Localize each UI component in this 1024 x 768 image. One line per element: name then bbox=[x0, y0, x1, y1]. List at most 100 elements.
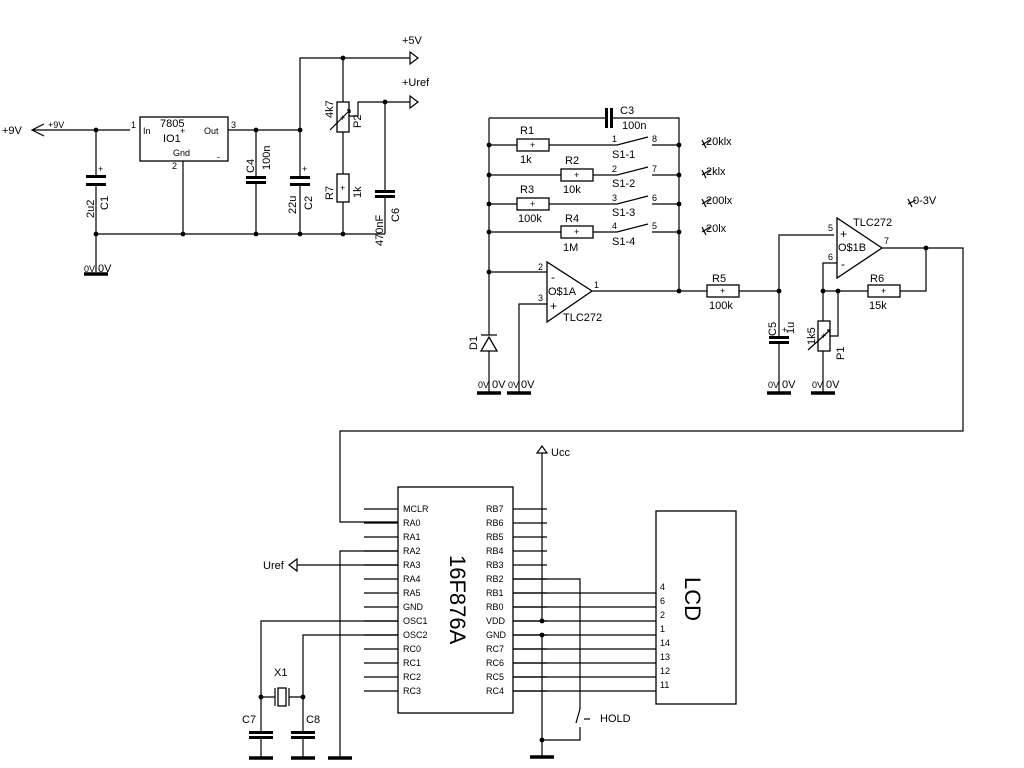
p2-plus: + bbox=[340, 113, 345, 123]
lcd-pin-1: 1 bbox=[660, 624, 665, 634]
c5-capacitor bbox=[769, 336, 789, 339]
mcu-pin-ra3: RA3 bbox=[403, 560, 421, 570]
r2-label: R2 bbox=[565, 155, 579, 167]
gnd-tag-1: 0V bbox=[84, 264, 95, 274]
r6-resistor bbox=[867, 284, 901, 298]
svg-text:3: 3 bbox=[538, 293, 543, 303]
r6-value: 15k bbox=[869, 300, 887, 312]
svg-text:7: 7 bbox=[884, 236, 889, 246]
svg-text:0V: 0V bbox=[521, 379, 535, 391]
r4-label: R4 bbox=[565, 213, 579, 225]
svg-text:+: + bbox=[881, 286, 886, 296]
mcu-pin-rb2: RB2 bbox=[486, 574, 504, 584]
mcu-pin-rb1: RB1 bbox=[486, 588, 504, 598]
vin-input-arrow-icon bbox=[30, 123, 130, 137]
svg-text:-: - bbox=[551, 270, 555, 284]
mcu-pin-rb6: RB6 bbox=[486, 518, 504, 528]
r4-resistor bbox=[560, 225, 594, 239]
c6-capacitor bbox=[375, 190, 395, 193]
r5-label: R5 bbox=[712, 273, 726, 285]
gnd-label-1: 0V bbox=[98, 263, 112, 275]
mcu-pin-osc1: OSC1 bbox=[403, 616, 428, 626]
c7-label: C7 bbox=[242, 714, 256, 726]
switch-s1-4: S1-4 bbox=[612, 236, 635, 248]
regulator-out-label: Out bbox=[204, 126, 219, 136]
c1-label: C1 bbox=[99, 196, 111, 210]
p2-value: 4k7 bbox=[324, 100, 336, 118]
r1-label: R1 bbox=[520, 125, 534, 137]
mcu-pin-ra2: RA2 bbox=[403, 546, 421, 556]
range-2klx: 2klx bbox=[706, 166, 726, 178]
regulator-pin2: 2 bbox=[172, 161, 177, 171]
opamp-b-unit: O$1B bbox=[838, 242, 866, 254]
svg-text:+: + bbox=[720, 286, 725, 296]
lcd-label: LCD bbox=[680, 577, 705, 621]
v5-label: +5V bbox=[402, 35, 423, 47]
range-resistors: + R1 1k + R2 10k + R3 100k + R4 1M bbox=[489, 125, 612, 254]
r1-value: 1k bbox=[520, 154, 532, 166]
d1-photodiode bbox=[479, 334, 499, 352]
output-range-label: 0-3V bbox=[913, 195, 937, 207]
svg-text:+: + bbox=[550, 299, 557, 313]
mcu-pin-gnd: GND bbox=[486, 630, 507, 640]
opamp-a bbox=[546, 260, 594, 324]
mcu-pin-rc4: RC4 bbox=[486, 686, 504, 696]
svg-text:+: + bbox=[574, 227, 579, 237]
r7-value: 1k bbox=[352, 186, 364, 198]
x1-crystal bbox=[277, 687, 287, 707]
mcu-pin-rb0: RB0 bbox=[486, 602, 504, 612]
svg-text:0V: 0V bbox=[782, 379, 796, 391]
svg-text:2: 2 bbox=[538, 262, 543, 272]
range-20lx: 20lx bbox=[706, 223, 727, 235]
mcu-pin-ra4: RA4 bbox=[403, 574, 421, 584]
mcu-pin-ra1: RA1 bbox=[403, 532, 421, 542]
r1-resistor bbox=[516, 138, 550, 152]
c6-label: C6 bbox=[390, 208, 402, 222]
mcu-pin-rb7: RB7 bbox=[486, 504, 504, 514]
svg-text:0V: 0V bbox=[826, 379, 840, 391]
r7-label: R7 bbox=[324, 186, 336, 200]
r3-value: 100k bbox=[518, 213, 542, 225]
r3-resistor bbox=[516, 197, 550, 211]
range-200lx: 200lx bbox=[706, 195, 733, 207]
c4-value: 100n bbox=[261, 146, 273, 170]
svg-text:2: 2 bbox=[612, 164, 617, 174]
svg-text:3: 3 bbox=[612, 193, 617, 203]
lcd-pin-13: 13 bbox=[660, 652, 670, 662]
regulator-plus-label: + bbox=[180, 126, 185, 136]
svg-text:0V: 0V bbox=[812, 380, 823, 390]
regulator-minus-label: - bbox=[217, 152, 220, 162]
r7-plus: + bbox=[340, 183, 345, 193]
mcu-pin-rb4: RB4 bbox=[486, 546, 504, 556]
mcu-pin-rc5: RC5 bbox=[486, 672, 504, 682]
svg-text:4: 4 bbox=[612, 221, 617, 231]
svg-text:8: 8 bbox=[652, 134, 657, 144]
range-switches: 1 8 S1-1 20klx 2 7 S1-2 2klx 3 6 S1-3 20… bbox=[612, 134, 733, 248]
lcd-pin-2: 2 bbox=[660, 610, 665, 620]
c2-plus: + bbox=[302, 164, 307, 174]
c1-plus: + bbox=[98, 164, 103, 174]
mcu-pin-osc2: OSC2 bbox=[403, 630, 428, 640]
c5-value: 1u bbox=[785, 322, 797, 334]
microcontroller-section: 16F876A MCLRRA0RA1RA2RA3RA4RA5GNDOSC1OSC… bbox=[242, 444, 737, 760]
mcu-pin-rc7: RC7 bbox=[486, 644, 504, 654]
c4-label: C4 bbox=[245, 159, 257, 173]
c3-capacitor bbox=[605, 108, 608, 128]
mcu-pin-rb5: RB5 bbox=[486, 532, 504, 542]
svg-text:0V: 0V bbox=[508, 380, 519, 390]
svg-text:+: + bbox=[530, 140, 535, 150]
mcu-pin-rc3: RC3 bbox=[403, 686, 421, 696]
mcu-pin-gnd: GND bbox=[403, 602, 424, 612]
r4-value: 1M bbox=[563, 242, 578, 254]
mcu-left-pins: MCLRRA0RA1RA2RA3RA4RA5GNDOSC1OSC2RC0RC1R… bbox=[364, 504, 429, 696]
uref-in-label: Uref bbox=[263, 560, 285, 572]
opamp-b bbox=[836, 216, 884, 280]
c4-capacitor bbox=[246, 176, 266, 179]
lcd-pin-12: 12 bbox=[660, 666, 670, 676]
range-20klx: 20klx bbox=[706, 136, 732, 148]
p1-value: 1k5 bbox=[806, 327, 818, 345]
opamp-a-unit: O$1A bbox=[548, 286, 577, 298]
c8-label: C8 bbox=[306, 714, 320, 726]
